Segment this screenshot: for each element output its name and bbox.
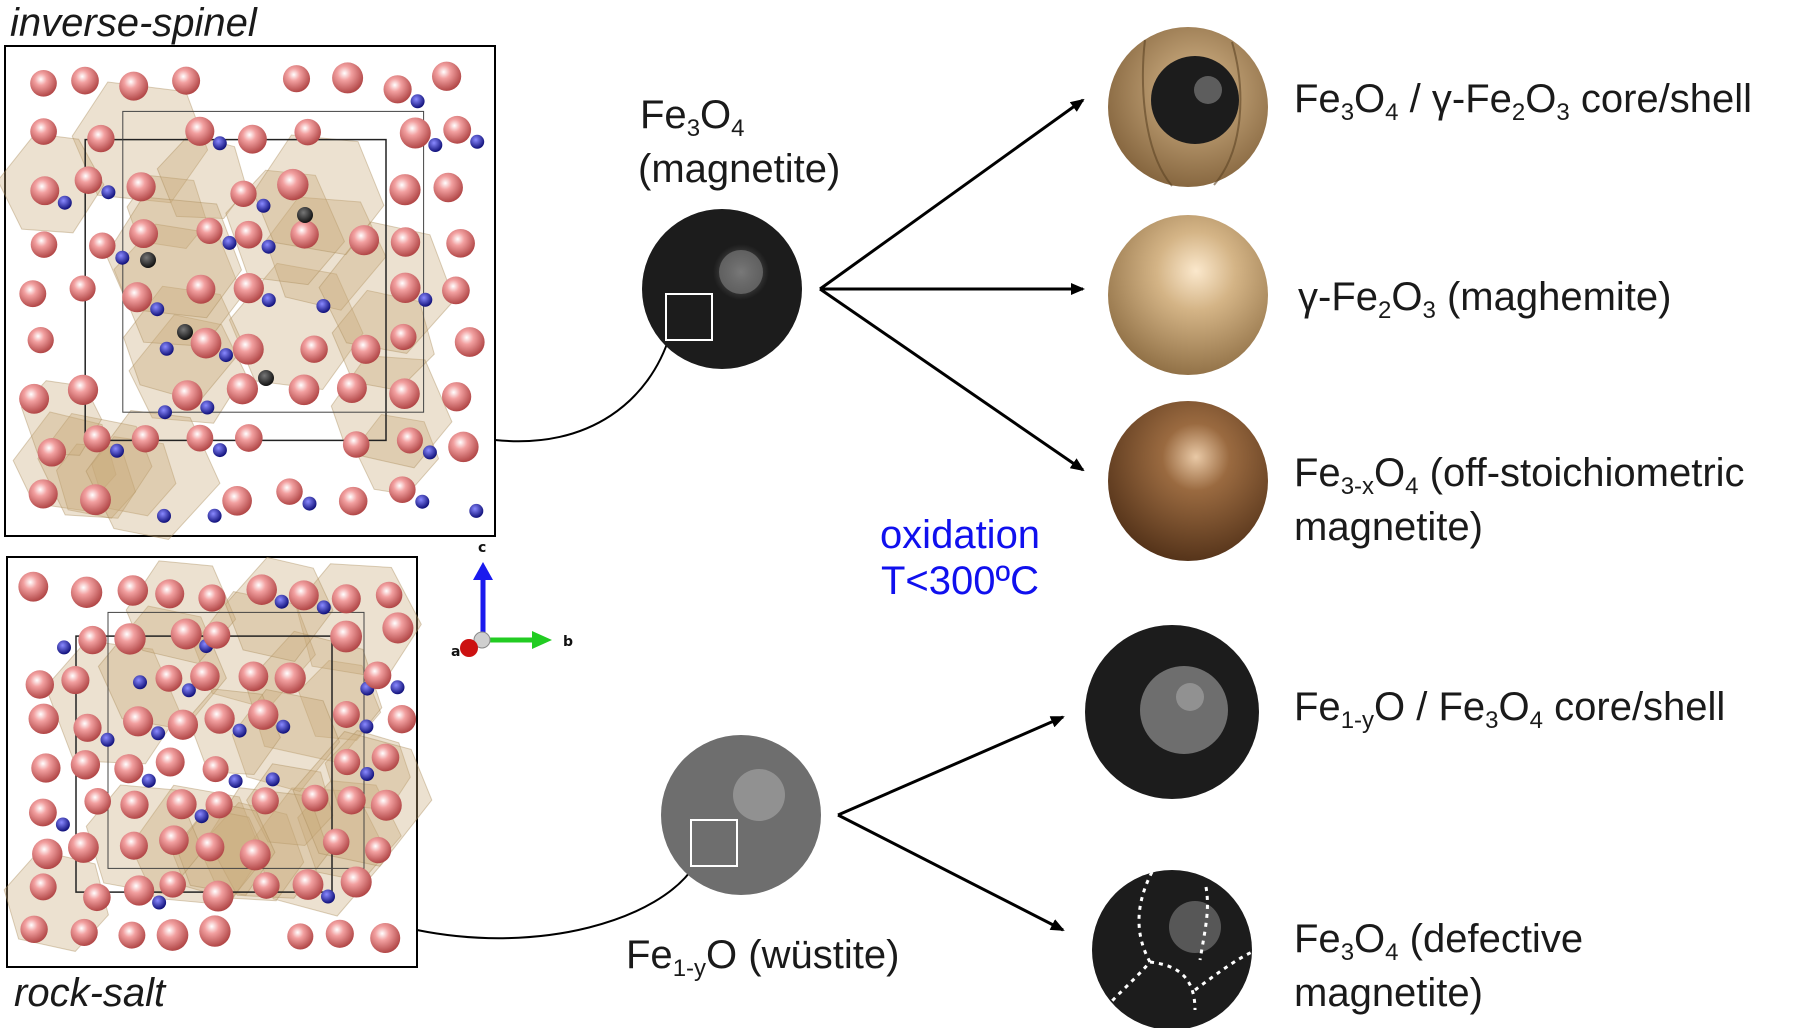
spinel-connector [494,334,671,443]
wustite-core-shell-particle-icon [1085,625,1259,799]
arrow-to-wustite-core-shell [837,715,1065,817]
rocksalt-connector [416,864,696,940]
oxidation-label: oxidation T<300ºC [848,512,1072,604]
axis-c-label: c [478,540,487,556]
oxidation-line2: T<300ºC [880,559,1040,603]
magnetite-formula: Fe3O4 [640,93,745,142]
magnetite-name: (magnetite) [638,147,841,191]
product-maghemite-label: γ-Fe2O3 (maghemite) [1298,275,1672,324]
maghemite-particle-icon [1108,215,1268,375]
axis-triad-icon [460,562,552,657]
arrow-to-defective [837,813,1065,932]
axis-a-label: a [451,644,461,660]
arrow-to-core-shell [819,98,1085,291]
inverse-spinel-label: inverse-spinel [10,1,257,45]
arrow-to-offstoich [819,287,1085,472]
oxidation-line1: oxidation [879,513,1041,557]
wustite-formula: Fe1-yO (wüstite) [626,933,900,982]
product-wustite-core-shell-label: Fe1-yO / Fe3O4 core/shell [1294,685,1726,734]
magnetite-particle-icon [642,209,802,369]
product-defective-label: Fe3O4 (defective [1294,917,1584,966]
product-defective-line2: magnetite) [1294,971,1483,1015]
core-shell-particle-icon [1108,27,1268,187]
defective-magnetite-particle-icon [1092,870,1253,1028]
product-offstoich-line2: magnetite) [1294,505,1483,549]
axis-b-label: b [563,634,574,650]
product-offstoich-label: Fe3-xO4 (off-stoichiometric [1294,451,1745,500]
inverse-spinel-structure-icon [0,61,485,541]
rock-salt-structure-icon [3,556,433,954]
rock-salt-label: rock-salt [14,971,166,1015]
product-core-shell-label: Fe3O4 / γ-Fe2O3 core/shell [1294,77,1753,126]
offstoich-particle-icon [1108,401,1268,561]
wustite-particle-icon [661,735,821,895]
